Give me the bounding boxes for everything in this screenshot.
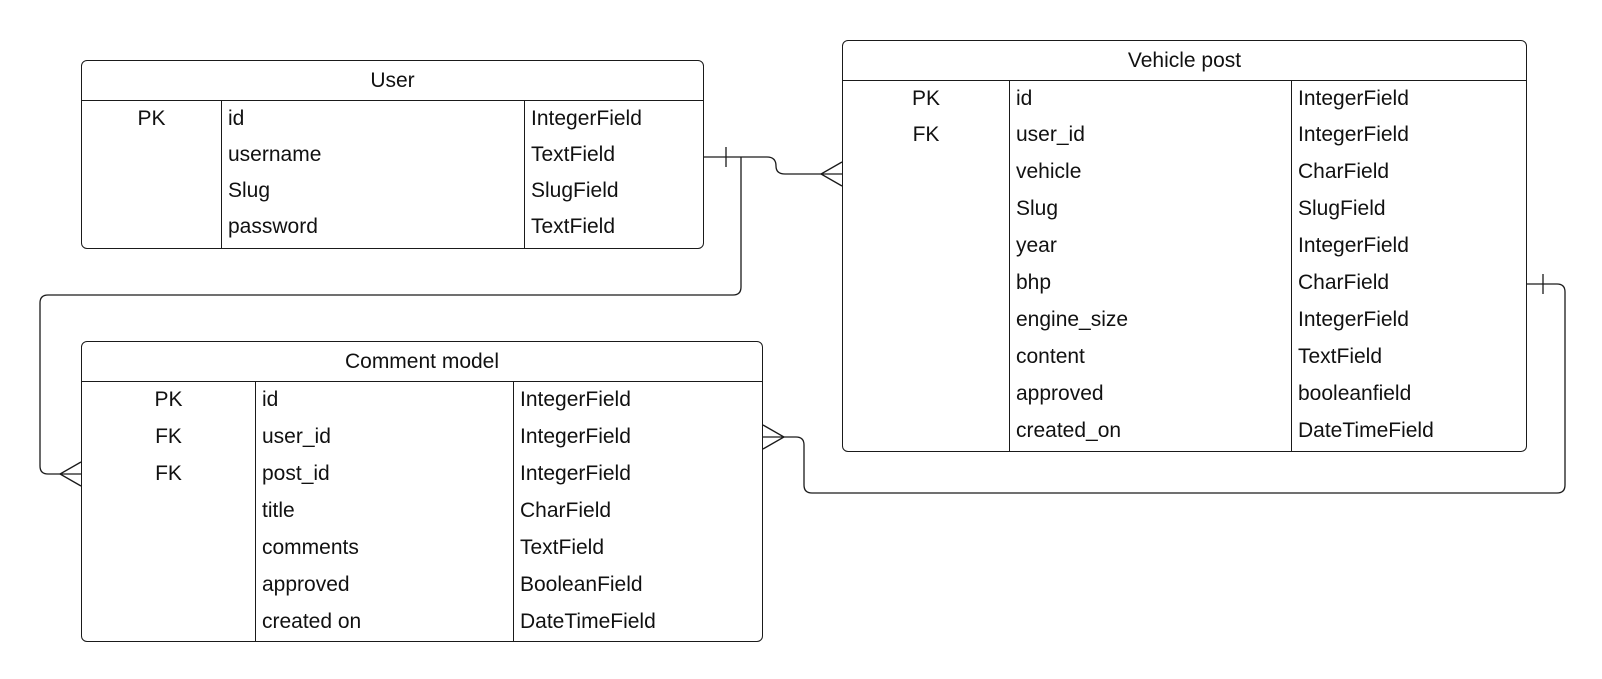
entity-title: User [82, 61, 703, 101]
key-cell [82, 493, 255, 529]
key-cell [82, 530, 255, 566]
field-name: post_id [262, 462, 330, 485]
key-cell [82, 567, 255, 603]
key-cell: PK [137, 107, 166, 130]
field-name: content [1016, 345, 1085, 368]
column-divider [513, 382, 514, 641]
field-type: BooleanField [520, 573, 643, 596]
field-name: vehicle [1016, 160, 1082, 183]
field-name: id [1016, 87, 1033, 110]
field-type: DateTimeField [520, 610, 656, 633]
column-divider [1291, 81, 1292, 451]
field-type: booleanfield [1298, 382, 1412, 405]
field-name: id [262, 388, 279, 411]
field-type: IntegerField [1298, 308, 1409, 331]
field-type: IntegerField [531, 107, 642, 130]
field-name: created on [262, 610, 362, 633]
field-name: approved [1016, 382, 1104, 405]
field-name: username [228, 143, 322, 166]
field-type: IntegerField [1298, 123, 1409, 146]
field-type: CharField [1298, 160, 1390, 183]
key-cell: FK [912, 123, 940, 146]
field-name: user_id [262, 425, 331, 448]
entity-title: Vehicle post [843, 41, 1526, 81]
many-marker-vehicle-post [819, 161, 843, 187]
entity-title: Comment model [82, 342, 762, 382]
entity-vehicle-post: Vehicle post PK id IntegerField FK user_… [842, 40, 1527, 452]
field-type: DateTimeField [1298, 419, 1434, 442]
key-cell [82, 137, 221, 173]
key-cell [843, 339, 1009, 375]
field-name: id [228, 107, 245, 130]
column-divider [524, 101, 525, 248]
key-cell: FK [155, 425, 182, 448]
field-name: created_on [1016, 419, 1122, 442]
field-type: CharField [1298, 271, 1390, 294]
key-cell [843, 265, 1009, 301]
key-cell: PK [154, 388, 183, 411]
field-name: user_id [1016, 123, 1085, 146]
field-type: TextField [1298, 345, 1383, 368]
field-name: comments [262, 536, 359, 559]
field-name: Slug [228, 179, 271, 202]
key-cell [843, 154, 1009, 190]
column-divider [221, 101, 222, 248]
entity-comment-model: Comment model PK id IntegerField FK user… [81, 341, 763, 642]
key-cell [843, 191, 1009, 227]
field-type: TextField [531, 143, 616, 166]
field-type: TextField [531, 215, 616, 238]
key-cell [82, 604, 255, 640]
field-type: IntegerField [1298, 87, 1409, 110]
field-type: TextField [520, 536, 605, 559]
entity-user: User PK id IntegerField username TextFie… [81, 60, 704, 249]
field-name: approved [262, 573, 350, 596]
key-cell [843, 302, 1009, 338]
link-user-comment-model [39, 157, 742, 475]
column-divider [255, 382, 256, 641]
key-cell [82, 209, 221, 245]
key-cell: FK [155, 462, 182, 485]
key-cell: PK [911, 87, 940, 110]
column-divider [1009, 81, 1010, 451]
key-cell [843, 376, 1009, 412]
field-name: password [228, 215, 318, 238]
many-marker-comment-user [58, 461, 82, 487]
many-marker-comment-post [762, 424, 786, 450]
link-user-vehicle-post [704, 156, 842, 175]
field-type: CharField [520, 499, 612, 522]
field-type: SlugField [1298, 197, 1386, 220]
field-type: IntegerField [520, 462, 631, 485]
field-name: year [1016, 234, 1057, 257]
link-vehicle-comment-model [763, 283, 1566, 494]
key-cell [82, 173, 221, 209]
field-name: title [262, 499, 295, 522]
field-type: IntegerField [520, 388, 631, 411]
key-cell [843, 413, 1009, 449]
field-type: IntegerField [520, 425, 631, 448]
field-type: IntegerField [1298, 234, 1409, 257]
field-type: SlugField [531, 179, 619, 202]
field-name: bhp [1016, 271, 1052, 294]
key-cell [843, 228, 1009, 264]
field-name: Slug [1016, 197, 1059, 220]
field-name: engine_size [1016, 308, 1129, 331]
